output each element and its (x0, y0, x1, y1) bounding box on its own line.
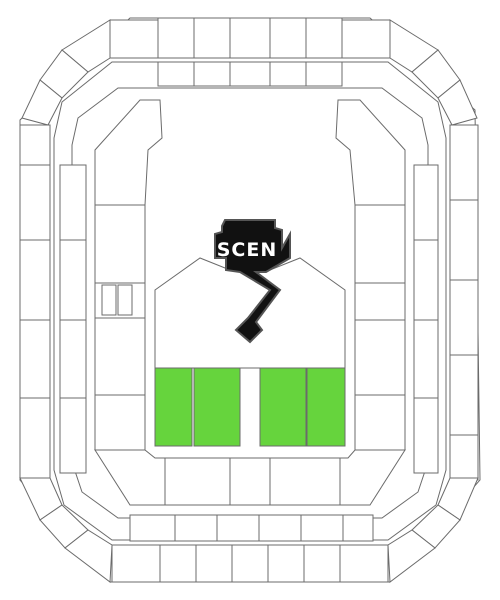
floor-area (154, 257, 346, 447)
middle-section[interactable] (229, 61, 271, 87)
lower-section[interactable] (164, 457, 231, 506)
lower-section[interactable] (269, 457, 341, 506)
stage-label: SCEN (217, 239, 278, 261)
corridor-rings (53, 61, 447, 541)
upper-section[interactable] (449, 354, 479, 436)
lower-section[interactable] (339, 449, 406, 506)
upper-section[interactable] (19, 124, 51, 166)
upper-section[interactable] (19, 239, 51, 321)
middle-section[interactable] (193, 61, 231, 87)
upper-section[interactable] (193, 17, 231, 59)
middle-section[interactable] (413, 397, 439, 474)
lower-section[interactable] (94, 449, 166, 506)
floor-section-d[interactable] (306, 367, 346, 447)
stage: SCEN (214, 219, 291, 344)
lower-section[interactable] (94, 317, 146, 396)
upper-section[interactable] (449, 434, 479, 481)
upper-tier (19, 17, 481, 583)
lower-section[interactable] (335, 99, 406, 206)
upper-section[interactable] (229, 17, 271, 59)
floor-section-c[interactable] (259, 367, 307, 447)
middle-section[interactable] (300, 514, 344, 542)
upper-section[interactable] (19, 397, 51, 479)
stage-shape (214, 219, 291, 344)
upper-section[interactable] (19, 164, 51, 241)
lower-section[interactable] (94, 394, 146, 451)
upper-section[interactable] (267, 544, 305, 583)
middle-section[interactable] (59, 239, 87, 321)
middle-section[interactable] (413, 319, 439, 399)
middle-section[interactable] (129, 514, 176, 542)
upper-section[interactable] (195, 544, 233, 583)
middle-section[interactable] (413, 164, 439, 241)
middle-section[interactable] (342, 514, 374, 542)
floor-section-a[interactable] (154, 367, 193, 447)
upper-section[interactable] (159, 544, 197, 583)
floor-section-b[interactable] (193, 367, 241, 447)
upper-section[interactable] (157, 17, 195, 59)
upper-section[interactable] (303, 544, 341, 583)
middle-section[interactable] (59, 164, 87, 241)
lower-section[interactable] (354, 319, 406, 396)
upper-section[interactable] (111, 544, 161, 583)
lower-section[interactable] (94, 99, 163, 206)
upper-section[interactable] (231, 544, 269, 583)
middle-section[interactable] (174, 514, 218, 542)
lower-section[interactable] (229, 457, 271, 506)
lower-section[interactable] (354, 204, 406, 284)
lower-section[interactable] (354, 282, 406, 321)
middle-section[interactable] (216, 514, 260, 542)
upper-section[interactable] (339, 544, 389, 583)
lower-box[interactable] (101, 284, 117, 316)
middle-section[interactable] (157, 61, 195, 87)
corridor-ring-inner (71, 87, 429, 519)
corridor-ring-outer (53, 61, 447, 541)
upper-section[interactable] (449, 279, 479, 356)
middle-section[interactable] (59, 397, 87, 474)
lower-section[interactable] (354, 394, 406, 451)
upper-section[interactable] (449, 199, 479, 281)
upper-section[interactable] (269, 17, 307, 59)
upper-section[interactable] (305, 17, 343, 59)
lower-section[interactable] (94, 204, 146, 284)
upper-section[interactable] (109, 19, 159, 59)
middle-tier (59, 61, 439, 542)
upper-section[interactable] (449, 124, 479, 201)
middle-section[interactable] (59, 319, 87, 399)
middle-section[interactable] (305, 61, 343, 87)
lower-tier (94, 99, 406, 506)
middle-section[interactable] (258, 514, 302, 542)
upper-section[interactable] (19, 319, 51, 399)
upper-section[interactable] (341, 19, 391, 59)
middle-section[interactable] (269, 61, 307, 87)
middle-section[interactable] (413, 239, 439, 321)
lower-box[interactable] (117, 284, 133, 316)
